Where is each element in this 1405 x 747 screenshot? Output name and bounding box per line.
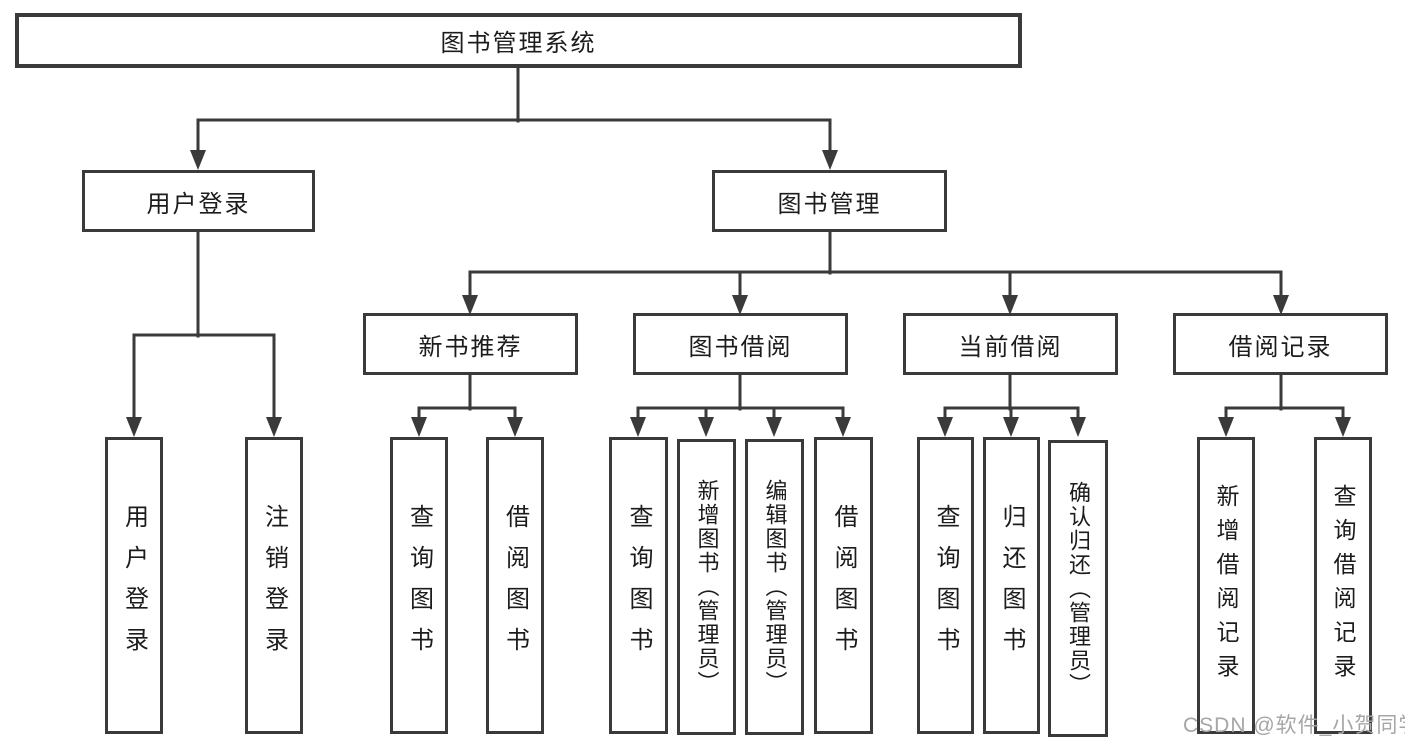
leaf-query-books-current: 查询图书 xyxy=(917,437,974,734)
arrow-to-book-management xyxy=(822,118,838,170)
leaf-query-books-recommend: 查询图书 xyxy=(390,437,448,734)
node-new-book-recommend: 新书推荐 xyxy=(363,313,578,375)
arrow-to-borrow-books-borrow xyxy=(835,406,851,437)
arrow-to-user-login xyxy=(190,118,206,170)
leaf-borrow-books-borrow: 借阅图书 xyxy=(814,437,873,734)
arrow-to-current-borrow xyxy=(1002,270,1018,315)
leaf-add-borrow-record: 新增借阅记录 xyxy=(1197,437,1255,734)
node-book-management: 图书管理 xyxy=(712,170,947,232)
leaf-confirm-return-admin: 确认归还（管理员） xyxy=(1048,440,1108,737)
leaf-query-books-borrow: 查询图书 xyxy=(609,437,668,734)
arrow-to-query-books-recommend xyxy=(411,406,427,437)
leaf-edit-books-admin: 编辑图书（管理员） xyxy=(745,439,804,735)
leaf-confirm-return-admin-label: 确认归还（管理员） xyxy=(1066,480,1091,697)
arrow-to-edit-books-admin xyxy=(766,406,782,437)
leaf-return-books-label: 归还图书 xyxy=(998,503,1025,668)
leaf-user-login-label: 用户登录 xyxy=(120,503,148,668)
leaf-query-borrow-record: 查询借阅记录 xyxy=(1314,437,1372,734)
node-root: 图书管理系统 xyxy=(15,13,1022,68)
arrow-to-confirm-return-admin xyxy=(1070,406,1086,437)
arrow-to-add-books-admin xyxy=(698,406,714,437)
node-new-book-recommend-label: 新书推荐 xyxy=(418,333,523,361)
csdn-watermark: CSDN @软件_小贺同学 xyxy=(1183,714,1405,737)
node-borrow-records: 借阅记录 xyxy=(1173,313,1388,375)
node-current-borrow: 当前借阅 xyxy=(903,313,1118,375)
node-borrow-records-label: 借阅记录 xyxy=(1228,333,1333,361)
arrow-to-add-borrow-record xyxy=(1218,406,1234,437)
node-current-borrow-label: 当前借阅 xyxy=(958,333,1063,361)
node-root-label: 图书管理系统 xyxy=(440,30,597,57)
arrow-to-query-books-current xyxy=(937,406,953,437)
arrow-to-user-login-leaf xyxy=(126,333,142,437)
node-book-management-label: 图书管理 xyxy=(777,190,882,218)
leaf-query-borrow-record-label: 查询借阅记录 xyxy=(1330,483,1356,688)
arrow-to-borrow-records xyxy=(1273,270,1289,315)
leaf-edit-books-admin-label: 编辑图书（管理员） xyxy=(762,479,788,695)
leaf-borrow-books-borrow-label: 借阅图书 xyxy=(830,503,857,668)
leaf-borrow-books-recommend: 借阅图书 xyxy=(486,437,544,734)
node-book-borrow: 图书借阅 xyxy=(633,313,848,375)
arrow-to-query-borrow-record xyxy=(1335,406,1351,437)
leaf-add-books-admin-label: 新增图书（管理员） xyxy=(694,479,720,695)
leaf-add-borrow-record-label: 新增借阅记录 xyxy=(1213,483,1239,688)
leaf-user-login: 用户登录 xyxy=(105,437,163,734)
arrow-to-return-books xyxy=(1003,406,1019,437)
node-user-login-label: 用户登录 xyxy=(146,190,251,218)
arrow-to-borrow-books-recommend xyxy=(507,406,523,437)
leaf-query-books-current-label: 查询图书 xyxy=(932,503,959,668)
leaf-logout: 注销登录 xyxy=(245,437,303,734)
arrow-to-logout-leaf xyxy=(266,333,282,437)
leaf-add-books-admin: 新增图书（管理员） xyxy=(677,439,736,735)
node-user-login: 用户登录 xyxy=(82,170,315,232)
arrow-to-book-borrow xyxy=(732,270,748,315)
arrow-to-query-books-borrow xyxy=(630,406,646,437)
leaf-query-books-recommend-label: 查询图书 xyxy=(405,503,433,668)
leaf-borrow-books-recommend-label: 借阅图书 xyxy=(501,503,529,668)
leaf-query-books-borrow-label: 查询图书 xyxy=(625,503,652,668)
leaf-logout-label: 注销登录 xyxy=(260,503,288,668)
node-book-borrow-label: 图书借阅 xyxy=(688,333,793,361)
arrow-to-new-book-recommend xyxy=(462,270,478,315)
leaf-return-books: 归还图书 xyxy=(983,437,1040,734)
